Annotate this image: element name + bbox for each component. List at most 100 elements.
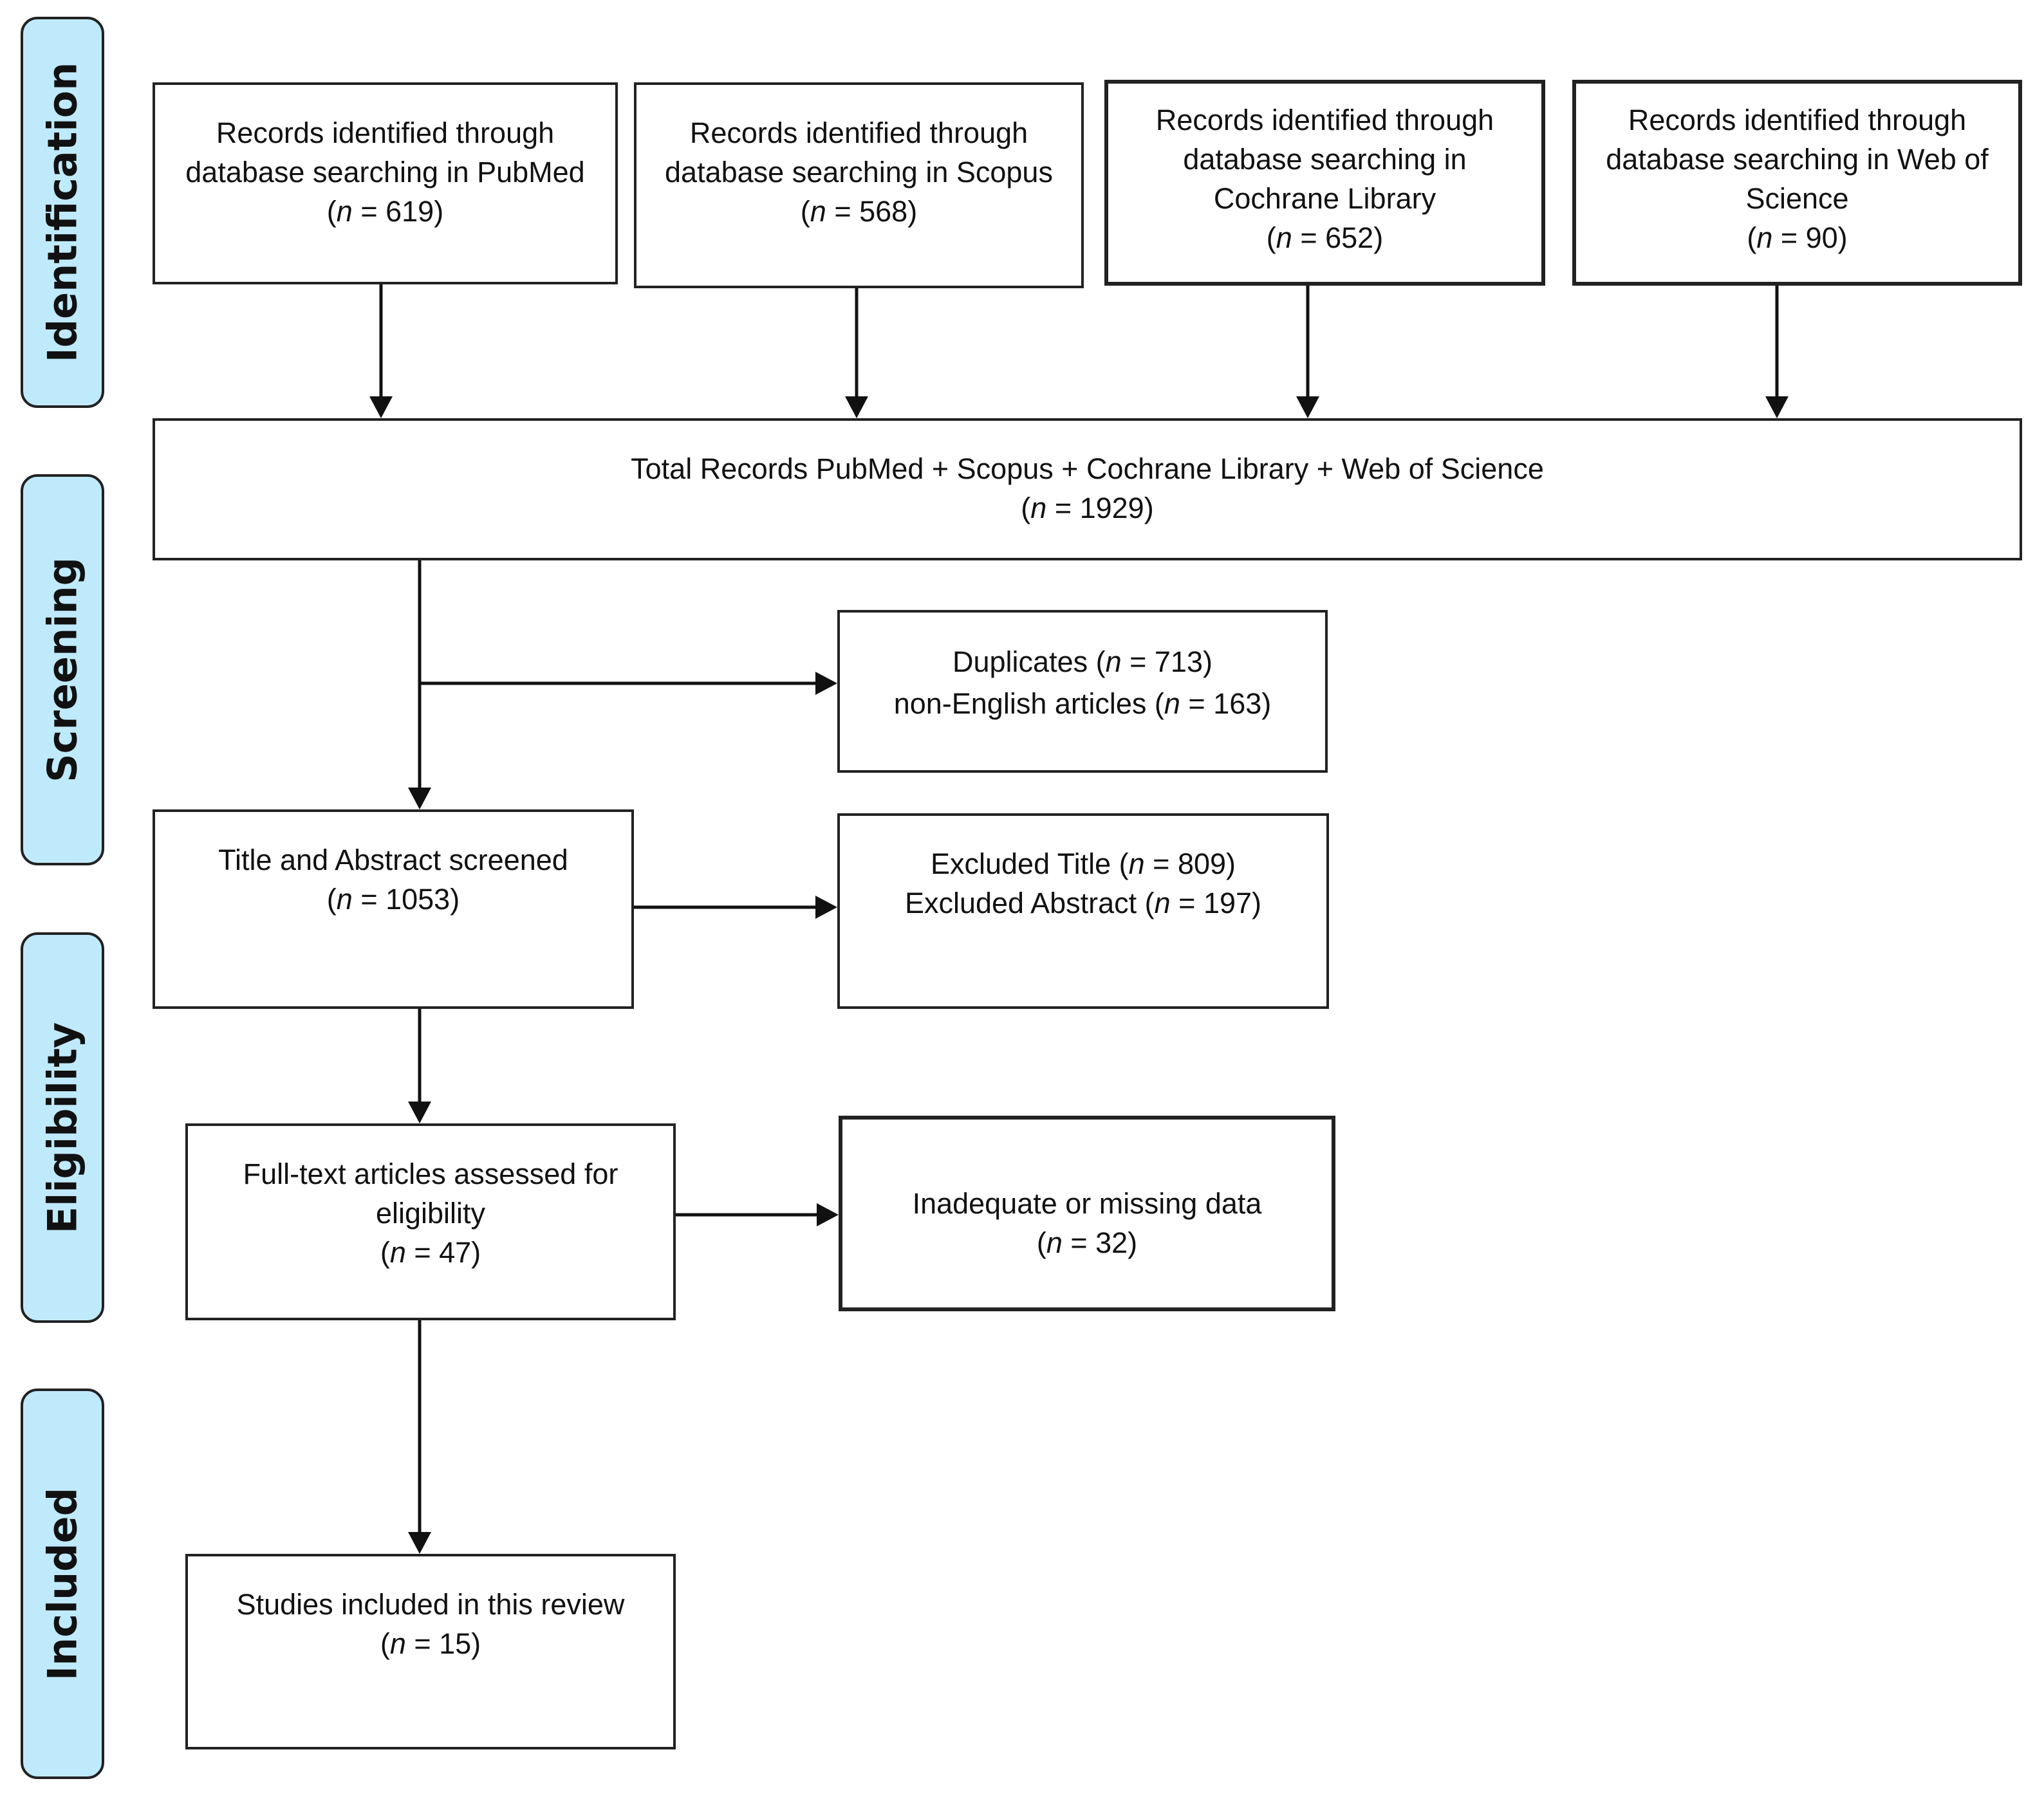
text-segment: Records identified through xyxy=(689,116,1028,149)
text-segment: Science xyxy=(1745,182,1849,215)
box-scopus: Records identified through database searc… xyxy=(634,82,1084,288)
text-segment: = 47) xyxy=(405,1236,481,1269)
box-text-line: non-English articles (n = 163) xyxy=(840,683,1325,724)
box-inadequate: Inadequate or missing data(n = 32) xyxy=(839,1116,1335,1311)
box-text-line: Cochrane Library xyxy=(1108,179,1541,218)
count-symbol: n xyxy=(1276,221,1292,254)
text-segment: Excluded Title ( xyxy=(930,847,1129,880)
text-segment: database searching in Web of xyxy=(1606,143,1989,176)
box-text-line: Records identified through xyxy=(1576,100,2018,140)
box-cochrane: Records identified through database searc… xyxy=(1104,80,1545,286)
text-segment: Excluded Abstract ( xyxy=(904,887,1155,919)
arrowhead xyxy=(815,896,837,919)
arrowhead xyxy=(369,396,393,418)
text-segment: = 713) xyxy=(1121,645,1212,678)
text-segment: Records identified through xyxy=(1628,104,1967,136)
box-text-line: (n = 1053) xyxy=(155,880,631,919)
text-segment: = 163) xyxy=(1180,687,1272,720)
text-segment: = 809) xyxy=(1144,847,1236,880)
text-segment: ( xyxy=(380,1236,390,1269)
box-text-line: Title and Abstract screened xyxy=(155,840,631,880)
text-segment: eligibility xyxy=(375,1197,486,1230)
text-segment: ( xyxy=(800,195,810,228)
box-text-line: (n = 47) xyxy=(188,1233,673,1272)
box-text-line: Total Records PubMed + Scopus + Cochrane… xyxy=(155,449,2020,488)
text-segment: Inadequate or missing data xyxy=(912,1187,1262,1220)
text-segment: Records identified through xyxy=(216,116,555,149)
box-text-line: Records identified through xyxy=(1108,100,1541,140)
box-text-line: Excluded Abstract (n = 197) xyxy=(840,883,1326,923)
text-segment: ( xyxy=(1021,492,1031,524)
text-segment: = 619) xyxy=(352,195,444,228)
arrowhead xyxy=(845,396,868,418)
count-symbol: n xyxy=(336,195,353,228)
box-text-line: eligibility xyxy=(188,1194,673,1233)
box-text-line: Inadequate or missing data xyxy=(842,1184,1332,1223)
box-text-line: Records identified through xyxy=(636,113,1081,152)
box-total: Total Records PubMed + Scopus + Cochrane… xyxy=(153,418,2022,560)
box-title-abstract: Title and Abstract screened (n = 1053) xyxy=(153,809,634,1009)
text-segment: Studies included in this review xyxy=(236,1588,625,1621)
arrowhead xyxy=(1765,396,1789,418)
text-segment: ( xyxy=(326,883,337,916)
box-text-line: database searching in Web of xyxy=(1576,140,2018,179)
text-segment: Records identified through xyxy=(1155,104,1494,136)
box-pubmed: Records identified through database searc… xyxy=(153,82,618,284)
box-text-line: (n = 568) xyxy=(636,192,1081,231)
count-symbol: n xyxy=(810,195,826,228)
text-segment: ( xyxy=(380,1627,390,1660)
stage-screening: Screening xyxy=(21,474,104,865)
text-segment: = 1053) xyxy=(352,883,460,916)
count-symbol: n xyxy=(336,883,353,916)
count-symbol: n xyxy=(389,1627,406,1660)
text-segment: ( xyxy=(326,195,337,228)
text-segment: database searching in xyxy=(1183,143,1467,176)
text-segment: = 197) xyxy=(1170,887,1262,919)
count-symbol: n xyxy=(1030,492,1047,524)
box-text-line: database searching in xyxy=(1108,140,1541,179)
box-text-line: database searching in PubMed xyxy=(155,152,615,192)
box-text-line: database searching in Scopus xyxy=(636,152,1081,192)
box-text-line: (n = 619) xyxy=(155,192,615,231)
text-segment: non-English articles ( xyxy=(893,687,1164,720)
arrowhead xyxy=(817,1203,839,1226)
text-segment: = 652) xyxy=(1292,221,1384,254)
count-symbol: n xyxy=(1154,887,1171,919)
arrowhead xyxy=(1296,396,1319,418)
text-segment: = 90) xyxy=(1772,221,1848,254)
stage-included: Included xyxy=(21,1388,104,1779)
arrowhead xyxy=(408,1532,431,1554)
arrowhead xyxy=(815,672,837,695)
box-text-line: Full-text articles assessed for xyxy=(188,1154,673,1194)
box-text-line: (n = 90) xyxy=(1576,218,2018,257)
stage-identification: Identification xyxy=(21,17,104,408)
text-segment: Title and Abstract screened xyxy=(218,844,568,876)
box-text-line: (n = 652) xyxy=(1108,218,1541,257)
count-symbol: n xyxy=(1105,645,1122,678)
text-segment: ( xyxy=(1266,221,1276,254)
box-text-line: Duplicates (n = 713) xyxy=(840,641,1325,683)
box-text-line: (n = 15) xyxy=(188,1624,673,1663)
box-text-line: (n = 1929) xyxy=(155,488,2020,528)
text-segment: database searching in Scopus xyxy=(665,156,1053,189)
text-segment: ( xyxy=(1036,1226,1046,1259)
box-text-line: (n = 32) xyxy=(842,1223,1332,1262)
text-segment: = 32) xyxy=(1062,1226,1138,1259)
text-segment: Total Records PubMed + Scopus + Cochrane… xyxy=(631,452,1544,485)
count-symbol: n xyxy=(1046,1226,1063,1259)
box-full-text: Full-text articles assessed for eligibili… xyxy=(185,1123,676,1320)
count-symbol: n xyxy=(1128,847,1145,880)
stage-eligibility: Eligibility xyxy=(21,932,104,1323)
text-segment: Cochrane Library xyxy=(1213,182,1436,215)
arrowhead xyxy=(408,788,431,809)
arrowhead xyxy=(408,1102,431,1123)
text-segment: Full-text articles assessed for xyxy=(243,1158,618,1190)
text-segment: Duplicates ( xyxy=(952,645,1106,678)
text-segment: = 15) xyxy=(405,1627,481,1660)
text-segment: = 1929) xyxy=(1046,492,1154,524)
box-excluded: Excluded Title (n = 809)Excluded Abstrac… xyxy=(837,813,1329,1009)
box-text-line: Excluded Title (n = 809) xyxy=(840,844,1326,883)
count-symbol: n xyxy=(389,1236,406,1269)
text-segment: database searching in PubMed xyxy=(185,156,585,189)
box-text-line: Studies included in this review xyxy=(188,1585,673,1624)
